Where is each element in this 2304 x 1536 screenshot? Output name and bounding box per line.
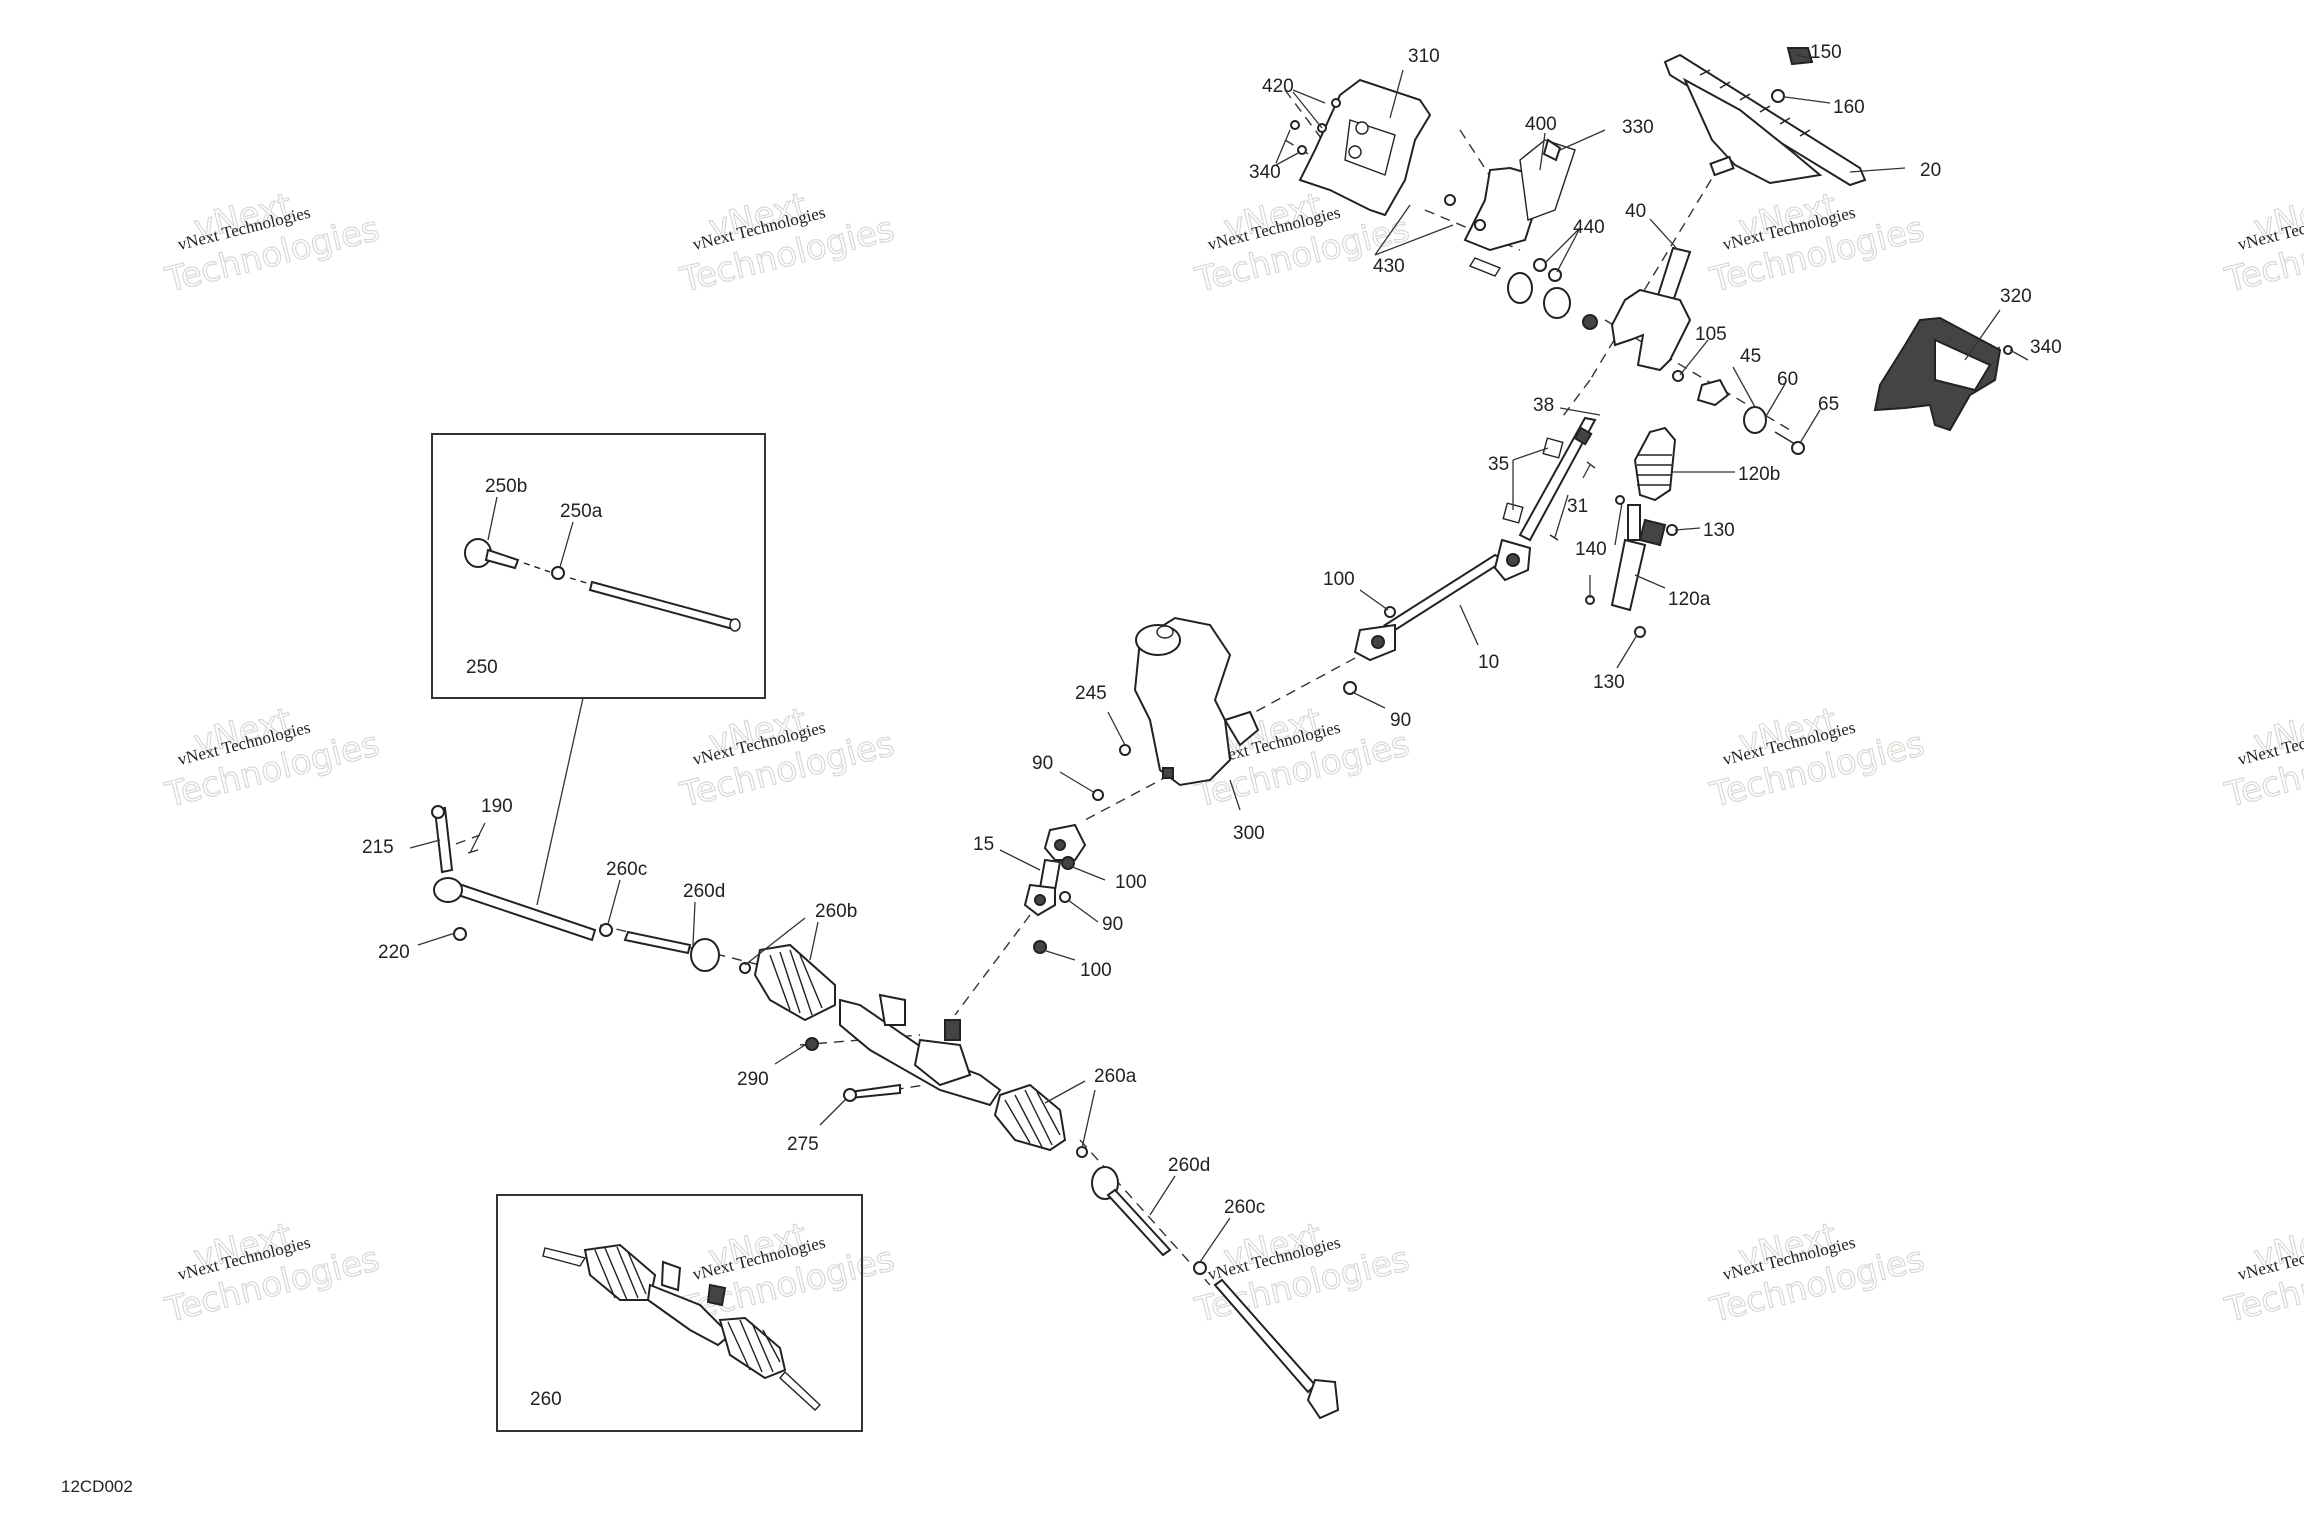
callout-38: 38 xyxy=(1533,395,1554,416)
callout-10: 10 xyxy=(1478,652,1499,673)
u-joint-15 xyxy=(1023,789,1104,954)
bushings-440 xyxy=(1468,257,1598,330)
tie-rod-left xyxy=(431,805,720,972)
inset-label-250: 250 xyxy=(466,657,498,678)
watermark: vNext vNext Technologies Technologies xyxy=(1190,1215,1414,1332)
inset-frame xyxy=(431,433,766,699)
callout-130: 130 xyxy=(1703,520,1735,541)
callout-260d: 260d xyxy=(683,881,725,902)
inset-steering-rack-assembly: 260 xyxy=(496,1194,863,1432)
nut-160 xyxy=(1771,89,1785,103)
axis-line xyxy=(1254,649,1371,713)
inset-frame xyxy=(496,1194,863,1432)
watermark: vNext vNext Technologies Technologies xyxy=(2220,700,2304,817)
axis-line xyxy=(1079,1139,1211,1286)
inset-label-260: 260 xyxy=(530,1389,562,1410)
watermark: vNext vNext Technologies Technologies xyxy=(1705,1215,1929,1332)
callout-45: 45 xyxy=(1740,346,1761,367)
callout-120b: 120b xyxy=(1738,464,1780,485)
callout-100: 100 xyxy=(1080,960,1112,981)
callout-440: 440 xyxy=(1573,217,1605,238)
damper-120 xyxy=(1585,426,1678,638)
callout-260a: 260a xyxy=(1094,1066,1137,1087)
callout-90: 90 xyxy=(1032,753,1053,774)
callout-15: 15 xyxy=(973,834,994,855)
inset-leader xyxy=(536,697,584,906)
callout-190: 190 xyxy=(481,796,513,817)
axis-line xyxy=(954,914,1031,1016)
watermark: vNext vNext Technologies Technologies xyxy=(2220,185,2304,302)
intermediate-shaft-10 xyxy=(1343,538,1532,695)
callout-275: 275 xyxy=(787,1134,819,1155)
callout-400: 400 xyxy=(1525,114,1557,135)
axis-line xyxy=(1589,164,1721,381)
callout-250b: 250b xyxy=(485,476,527,497)
callout-100: 100 xyxy=(1323,569,1355,590)
callout-labels: 310 420 340 400 330 430 440 150 160 20 4… xyxy=(362,42,2062,1218)
callout-290: 290 xyxy=(737,1069,769,1090)
inset-tie-rod-assembly: 250b 250a 250 xyxy=(431,433,766,906)
callout-245: 245 xyxy=(1075,683,1107,704)
callout-300: 300 xyxy=(1233,823,1265,844)
callout-260c: 260c xyxy=(606,859,647,880)
axis-line xyxy=(1284,139,1336,171)
callout-65: 65 xyxy=(1818,394,1839,415)
eps-unit-300 xyxy=(1119,616,1260,787)
callout-90: 90 xyxy=(1102,914,1123,935)
callout-260d: 260d xyxy=(1168,1155,1210,1176)
watermark: vNext vNext Technologies Technologies xyxy=(2220,1215,2304,1332)
callout-60: 60 xyxy=(1777,369,1798,390)
leader-lines xyxy=(409,54,2029,1263)
watermarks: vNext vNext Technologies Technologies vN… xyxy=(160,185,2304,1332)
callout-430: 430 xyxy=(1373,256,1405,277)
pivot-hardware xyxy=(1672,370,1805,455)
callout-220: 220 xyxy=(378,942,410,963)
axis-line xyxy=(1284,89,1331,151)
parts xyxy=(431,47,2013,1420)
column-tilt-40 xyxy=(1610,246,1692,372)
steering-wheel-20 xyxy=(1663,53,1867,187)
callout-260b: 260b xyxy=(815,901,857,922)
callout-320: 320 xyxy=(2000,286,2032,307)
axis-line xyxy=(1559,379,1591,421)
watermark: vNext vNext Technologies Technologies xyxy=(160,185,384,302)
axis-line xyxy=(599,924,761,966)
callout-130: 130 xyxy=(1593,672,1625,693)
axis-line xyxy=(859,1084,926,1096)
callout-420: 420 xyxy=(1262,76,1294,97)
callout-90: 90 xyxy=(1390,710,1411,731)
watermark: vNext vNext Technologies Technologies xyxy=(160,1215,384,1332)
callout-340: 340 xyxy=(1249,162,1281,183)
callout-310: 310 xyxy=(1408,46,1440,67)
callout-100: 100 xyxy=(1115,872,1147,893)
callout-215: 215 xyxy=(362,837,394,858)
watermark: vNext vNext Technologies Technologies xyxy=(675,700,899,817)
dash-panel-310 xyxy=(1290,78,1432,217)
callout-340: 340 xyxy=(2030,337,2062,358)
callout-260c: 260c xyxy=(1224,1197,1265,1218)
document-id: 12CD002 xyxy=(61,1477,133,1496)
callout-105: 105 xyxy=(1695,324,1727,345)
callout-160: 160 xyxy=(1833,97,1865,118)
tie-rod-right xyxy=(1091,1166,1340,1420)
callout-330: 330 xyxy=(1622,117,1654,138)
callout-120a: 120a xyxy=(1668,589,1711,610)
watermark: vNext vNext Technologies Technologies xyxy=(1705,700,1929,817)
dash-panel-320 xyxy=(1873,316,2013,432)
callout-20: 20 xyxy=(1920,160,1941,181)
callout-140: 140 xyxy=(1575,539,1607,560)
callout-250a: 250a xyxy=(560,501,603,522)
callout-31: 31 xyxy=(1567,496,1588,517)
callout-150: 150 xyxy=(1810,42,1842,63)
callout-35: 35 xyxy=(1488,454,1509,475)
watermark: vNext vNext Technologies Technologies xyxy=(160,700,384,817)
watermark: vNext vNext Technologies Technologies xyxy=(1705,185,1929,302)
steering-rack xyxy=(739,943,1088,1158)
bracket-400 xyxy=(1444,138,1576,252)
callout-40: 40 xyxy=(1625,201,1646,222)
column-shaft xyxy=(1502,416,1597,542)
watermark: vNext vNext Technologies Technologies xyxy=(675,185,899,302)
